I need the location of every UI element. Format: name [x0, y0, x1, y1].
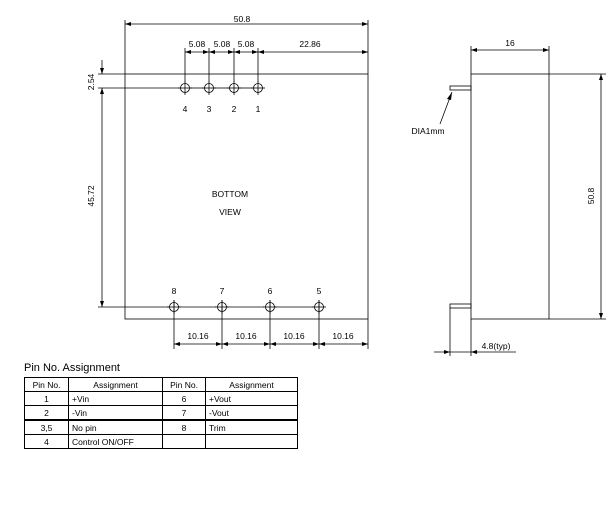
- table-cell: [205, 434, 298, 449]
- dim-pin-protrusion: 4.8(typ): [482, 341, 511, 351]
- dim-edge-to-pin1: 22.86: [299, 39, 321, 49]
- header-pin-no: Pin No.: [24, 377, 69, 392]
- pin-5-symbol: [312, 300, 326, 314]
- table-cell: 8: [162, 419, 206, 435]
- table-cell: Control ON/OFF: [68, 434, 163, 449]
- table-cell: 6: [162, 391, 206, 406]
- top-pin-label-2: 2: [232, 104, 237, 114]
- table-row: 3,5 No pin 8 Trim: [24, 419, 298, 435]
- dim-side-width: 16: [505, 38, 515, 48]
- dim-top-to-pin-row: 2.54: [86, 73, 96, 90]
- dim-bottom-pitch-4: 10.16: [332, 331, 354, 341]
- view-label-line1: BOTTOM: [212, 189, 248, 199]
- header-pin-no-2: Pin No.: [162, 377, 206, 392]
- table-cell: 4: [24, 434, 69, 449]
- table-row: 4 Control ON/OFF: [24, 434, 298, 449]
- table-cell: 3,5: [24, 419, 69, 435]
- view-label-line2: VIEW: [219, 207, 241, 217]
- header-assignment: Assignment: [68, 377, 163, 392]
- table-cell: 7: [162, 405, 206, 421]
- dim-overall-width: 50.8: [234, 14, 251, 24]
- table-cell: No pin: [68, 419, 163, 435]
- side-pin-bottom: [449, 303, 472, 309]
- dim-pitch-2: 5.08: [214, 39, 231, 49]
- dim-pin-diameter: DIA1mm: [411, 126, 444, 136]
- pin-assignment-table: Pin No. Assignment Pin No. Assignment 1 …: [24, 377, 298, 449]
- table-cell: -Vin: [68, 405, 163, 421]
- table-cell: +Vin: [68, 391, 163, 406]
- bottom-pin-label-5: 5: [317, 286, 322, 296]
- pin-6-symbol: [263, 300, 277, 314]
- table-cell: 2: [24, 405, 69, 421]
- table-header-row: Pin No. Assignment Pin No. Assignment: [24, 377, 298, 392]
- pin-4-symbol: [178, 81, 192, 95]
- side-view-outline: [470, 73, 550, 320]
- table-cell: Trim: [205, 419, 298, 435]
- bottom-pin-label-6: 6: [268, 286, 273, 296]
- dim-bottom-pitch-2: 10.16: [235, 331, 257, 341]
- top-pin-label-3: 3: [207, 104, 212, 114]
- pin-1-symbol: [251, 81, 265, 95]
- pin-7-symbol: [215, 300, 229, 314]
- top-pin-label-1: 1: [256, 104, 261, 114]
- dim-pin-row-spacing: 45.72: [86, 185, 96, 207]
- side-pin-top: [449, 85, 472, 91]
- bottom-pin-label-7: 7: [220, 286, 225, 296]
- pin-8-symbol: [167, 300, 181, 314]
- dim-side-height: 50.8: [586, 187, 596, 204]
- bottom-pin-label-8: 8: [172, 286, 177, 296]
- pin-3-symbol: [202, 81, 216, 95]
- top-pin-label-4: 4: [183, 104, 188, 114]
- table-cell: [162, 434, 206, 449]
- dim-pitch-1: 5.08: [189, 39, 206, 49]
- table-row: 2 -Vin 7 -Vout: [24, 405, 298, 421]
- table-cell: +Vout: [205, 391, 298, 406]
- header-assignment-2: Assignment: [205, 377, 298, 392]
- bottom-view-outline: [124, 73, 369, 320]
- pin-2-symbol: [227, 81, 241, 95]
- pin-table-title: Pin No. Assignment: [24, 362, 120, 374]
- table-row: 1 +Vin 6 +Vout: [24, 391, 298, 406]
- table-cell: 1: [24, 391, 69, 406]
- table-cell: -Vout: [205, 405, 298, 421]
- dim-pitch-3: 5.08: [238, 39, 255, 49]
- dim-bottom-pitch-3: 10.16: [283, 331, 305, 341]
- dim-bottom-pitch-1: 10.16: [187, 331, 209, 341]
